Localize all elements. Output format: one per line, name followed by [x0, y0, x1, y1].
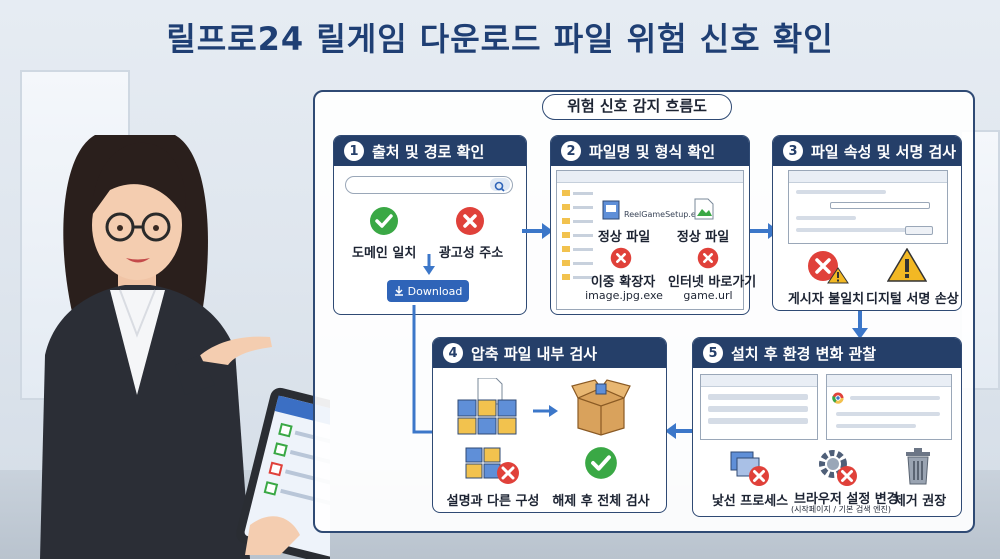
browser-line [836, 424, 916, 428]
arrow-down-icon [423, 254, 435, 275]
process-row [708, 418, 808, 424]
file-explorer-titlebar [557, 171, 743, 183]
step-4-ok-label: 해제 후 전체 검사 [552, 494, 650, 509]
step-2-bad2-label: 인터넷 바로가기 [668, 275, 757, 290]
browser-logo-icon [832, 392, 844, 404]
browser-titlebar [827, 375, 951, 387]
step-1-card: 1 출처 및 경로 확인 [333, 135, 527, 315]
x-icon [697, 247, 719, 269]
presenter-illustration [40, 135, 330, 559]
step-2-ok1-label: 정상 파일 [597, 230, 651, 245]
gear-x-icon [819, 450, 857, 486]
properties-line [830, 202, 930, 209]
window-x-icon [730, 451, 769, 486]
trash-icon [906, 448, 930, 485]
files-x-icon [465, 447, 519, 484]
step-5-bad2-note: (시작페이지 / 기본 검색 엔진) [790, 505, 892, 514]
properties-line [796, 228, 916, 232]
check-icon [585, 447, 617, 479]
arrow-down-icon [852, 308, 868, 339]
flow-label: 위험 신호 감지 흐름도 [542, 94, 732, 120]
step-5-bad1-label: 낯선 프로세스 [711, 494, 789, 509]
arrow-right-icon [533, 405, 558, 417]
step-5-number: 5 [703, 343, 723, 363]
step-4-bad-label: 설명과 다른 구성 [446, 494, 540, 509]
warning-icon [887, 248, 927, 282]
check-icon [370, 207, 398, 235]
step-3-bad1-label: 게시자 불일치 [787, 292, 865, 307]
step-2-bad1-file: image.jpg.exe [585, 289, 663, 302]
step-2-number: 2 [561, 141, 581, 161]
step-2-header: 2 파일명 및 형식 확인 [551, 136, 749, 166]
search-button[interactable] [490, 178, 510, 192]
step-5-header: 5 설치 후 환경 변화 관찰 [693, 338, 961, 368]
process-row [708, 394, 808, 400]
arrow-right-icon [522, 223, 553, 239]
file-name-small: ReelGameSetup.exe [624, 210, 706, 219]
page-title: 릴프로24 릴게임 다운로드 파일 위험 신호 확인 [166, 20, 834, 58]
step-3-number: 3 [783, 141, 803, 161]
step-1-header: 1 출처 및 경로 확인 [334, 136, 526, 166]
browser-line [836, 412, 940, 416]
step-2-bad1-label: 이중 확장자 [590, 275, 656, 290]
browser-window [826, 374, 952, 440]
step-1-ok-label: 도메인 일치 [352, 246, 417, 261]
step-1-bad-label: 광고성 주소 [438, 246, 504, 261]
step-4-header: 4 압축 파일 내부 검사 [433, 338, 666, 368]
step-1-title: 출처 및 경로 확인 [372, 142, 485, 161]
properties-titlebar [789, 171, 947, 183]
download-icon [394, 286, 403, 296]
step-2-bad2-file: game.url [683, 289, 733, 302]
process-row [708, 406, 808, 412]
search-icon [494, 181, 505, 192]
step-3-bad2-label: 디지털 서명 손상 [866, 292, 959, 307]
step-3-title: 파일 속성 및 서명 검사 [811, 142, 957, 161]
step-1-number: 1 [344, 141, 364, 161]
properties-line [796, 190, 886, 194]
browser-line [850, 396, 940, 400]
step-3-header: 3 파일 속성 및 서명 검사 [773, 136, 961, 166]
image-file-icon [694, 198, 714, 220]
step-2-title: 파일명 및 형식 확인 [589, 142, 716, 161]
url-search-bar[interactable] [345, 176, 513, 194]
box-icon [571, 379, 631, 436]
step-4-number: 4 [443, 343, 463, 363]
process-window-titlebar [701, 375, 817, 387]
archive-files-icon [457, 378, 517, 435]
step-2-ok2-label: 정상 파일 [676, 230, 730, 245]
x-icon [610, 247, 632, 269]
folder-tree-icon [562, 190, 593, 280]
step-4-title: 압축 파일 내부 검사 [471, 344, 598, 363]
download-button-label: Download [407, 284, 463, 298]
step-5-bad3-label: 제거 권장 [893, 494, 947, 509]
properties-line [796, 216, 856, 220]
x-warning-icon [808, 251, 849, 284]
download-button[interactable]: Download [387, 280, 469, 302]
exe-file-icon [602, 200, 620, 220]
x-icon [456, 207, 484, 235]
properties-line [905, 226, 933, 235]
step-5-bad2-label: 브라우저 설정 변경 [794, 492, 899, 507]
step-5-title: 설치 후 환경 변화 관찰 [731, 344, 877, 363]
